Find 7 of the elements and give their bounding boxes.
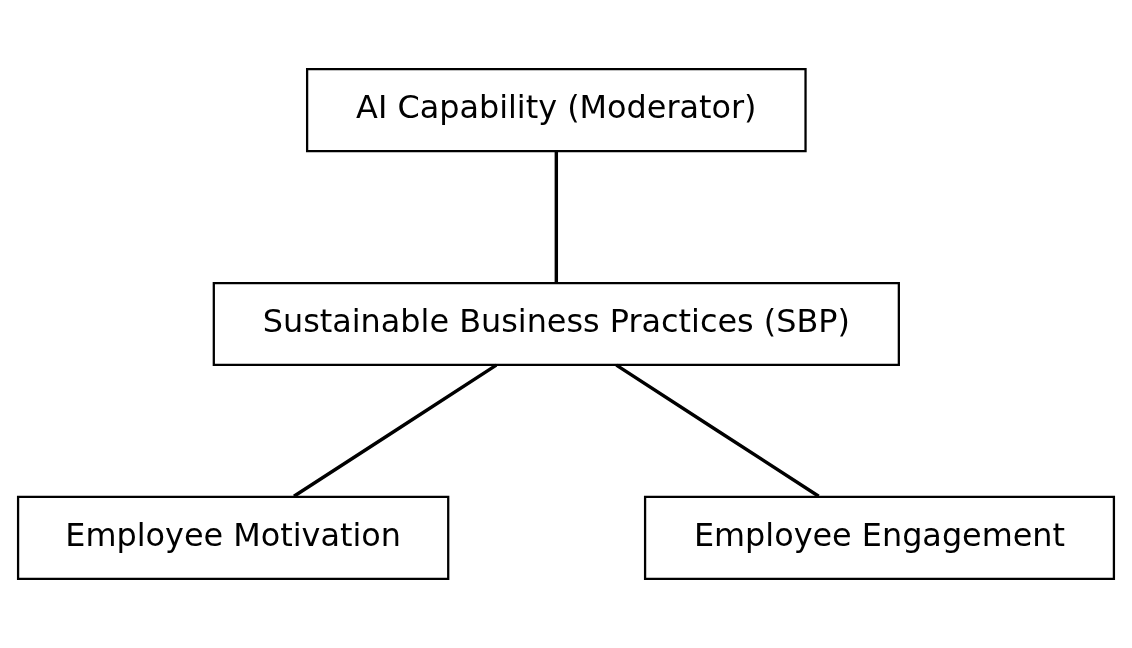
connector	[293, 363, 498, 498]
node-box: Sustainable Business Practices (SBP)	[212, 281, 900, 367]
node-box: Employee Motivation	[16, 495, 450, 581]
connector	[554, 151, 559, 283]
node-box: Employee Engagement	[643, 495, 1116, 581]
connector	[615, 363, 820, 498]
node-box: AI Capability (Moderator)	[306, 67, 807, 153]
